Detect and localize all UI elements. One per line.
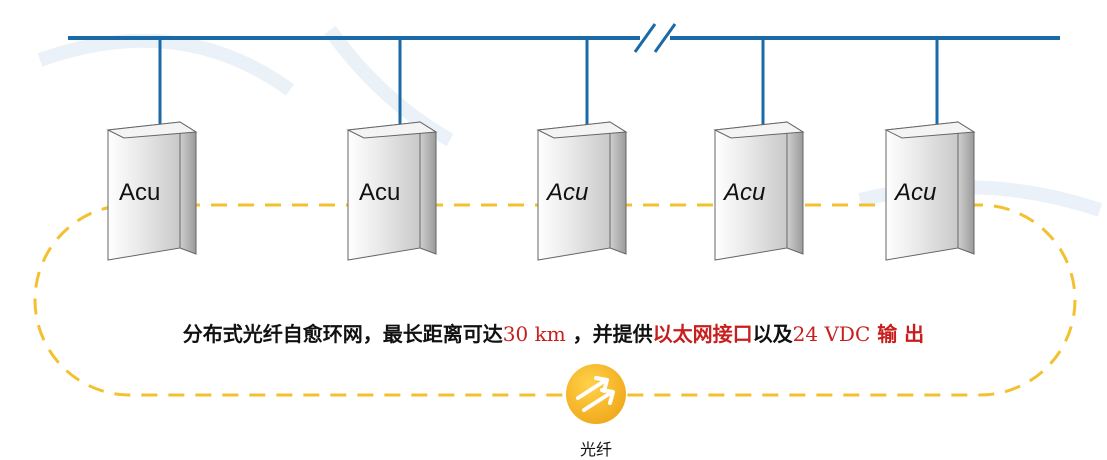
acu-label: Acu: [893, 179, 936, 206]
acu-unit: Acu: [106, 121, 198, 261]
acu-label: Acu: [722, 179, 765, 206]
distance-value: 30 km: [502, 322, 566, 346]
acu-label: Acu: [545, 179, 588, 206]
acu-unit: Acu: [346, 121, 438, 261]
voltage-value: 24 VDC: [792, 322, 871, 346]
fiber-label: 光纤: [579, 440, 612, 459]
acu-unit: Acu: [884, 121, 976, 261]
drop-lines: [158, 38, 939, 125]
acu-unit: Acu: [713, 121, 805, 261]
acu-label: Acu: [119, 179, 160, 206]
caption-text: ，并提供: [565, 322, 653, 346]
bus-break-marker: [633, 23, 677, 53]
caption: 分布式光纤自愈环网，最长距离可达30 km ，并提供以太网接口以及24 VDC …: [0, 318, 1107, 347]
acu-label: Acu: [359, 179, 400, 206]
acu-unit: Acu: [536, 121, 628, 261]
caption-text: 以及: [752, 322, 793, 346]
output-text: 输 出: [870, 322, 925, 346]
caption-text: 分布式光纤自愈环网，最长距离可达: [182, 322, 503, 346]
ethernet-highlight: 以太网接口: [652, 322, 753, 346]
double-arrow-icon: [566, 364, 626, 424]
fiber-ring: [33, 203, 1077, 397]
